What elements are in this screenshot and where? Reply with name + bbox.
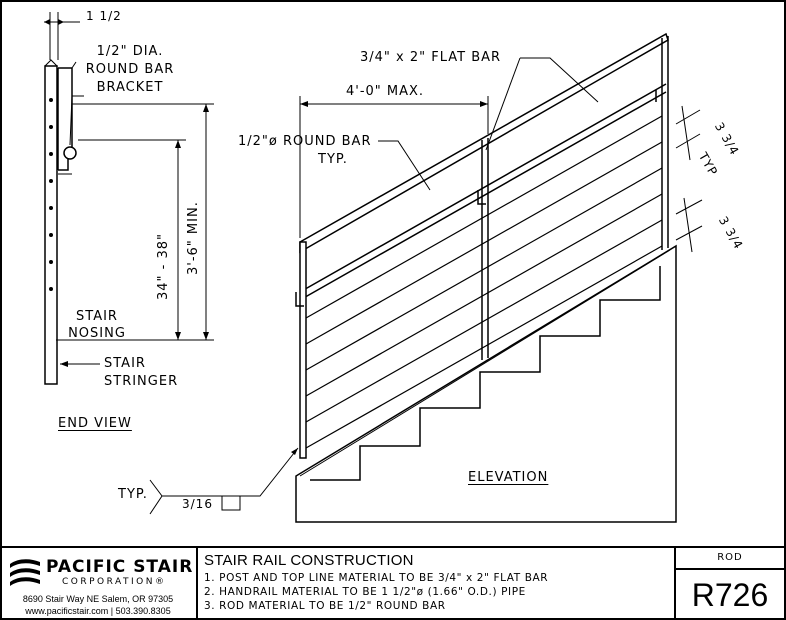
company-subtitle: CORPORATION® bbox=[62, 577, 167, 587]
stringer-label-line2: STRINGER bbox=[104, 374, 179, 389]
note-2: 2. HANDRAIL MATERIAL TO BE 1 1/2"ø (1.66… bbox=[204, 586, 526, 598]
end-view-graphic bbox=[44, 12, 214, 385]
bracket-label-line3: BRACKET bbox=[96, 80, 164, 95]
company-name: PACIFIC STAIR bbox=[46, 557, 194, 577]
round-bar-label-line2: TYP. bbox=[318, 152, 348, 167]
company-web-phone: www.pacificstair.com | 503.390.8305 bbox=[25, 606, 171, 616]
elevation-graphic bbox=[149, 32, 703, 523]
note-1: 1. POST AND TOP LINE MATERIAL TO BE 3/4"… bbox=[204, 572, 549, 584]
elevation-title: ELEVATION bbox=[468, 470, 549, 485]
note-3: 3. ROD MATERIAL TO BE 1/2" ROUND BAR bbox=[204, 600, 446, 612]
height-min-label: 3'-6" MIN. bbox=[186, 201, 201, 275]
drawing-canvas bbox=[44, 12, 703, 523]
nosing-label-line1: STAIR bbox=[76, 309, 118, 324]
drawing-number-block: ROD R726 bbox=[676, 548, 786, 620]
height-range-label: 34" - 38" bbox=[156, 233, 171, 300]
weld-size-label: 3/16 bbox=[182, 497, 213, 511]
end-view-title: END VIEW bbox=[58, 416, 132, 431]
sheet-title: STAIR RAIL CONSTRUCTION bbox=[204, 552, 414, 569]
bracket-label-line2: ROUND BAR bbox=[85, 62, 175, 77]
title-block: PACIFIC STAIR CORPORATION® 8690 Stair Wa… bbox=[0, 546, 786, 620]
flat-bar-label: 3/4" x 2" FLAT BAR bbox=[360, 50, 502, 65]
post-spacing-label: 4'-0" MAX. bbox=[346, 84, 425, 99]
company-address: 8690 Stair Way NE Salem, OR 97305 bbox=[22, 594, 174, 604]
stringer-label-line1: STAIR bbox=[104, 356, 146, 371]
end-view-dim-top: 1 1/2 bbox=[86, 9, 122, 23]
company-block: PACIFIC STAIR CORPORATION® 8690 Stair Wa… bbox=[0, 548, 198, 620]
company-logo-icon bbox=[10, 559, 40, 586]
drawing-type: ROD bbox=[676, 548, 784, 570]
nosing-label-line2: NOSING bbox=[68, 326, 126, 341]
drawing-number: R726 bbox=[691, 577, 769, 613]
weld-typ-label: TYP. bbox=[118, 487, 148, 502]
bracket-label-line1: 1/2" DIA. bbox=[96, 44, 164, 59]
notes-block: STAIR RAIL CONSTRUCTION 1. POST AND TOP … bbox=[198, 548, 676, 620]
round-bar-label-line1: 1/2"ø ROUND BAR bbox=[238, 134, 372, 149]
